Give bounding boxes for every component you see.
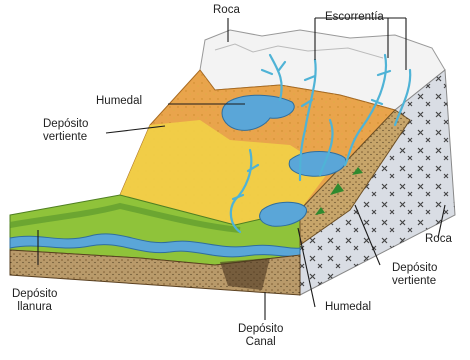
label-deposito-llanura-line2: llanura [12, 301, 57, 314]
label-roca-top: Roca [213, 4, 240, 17]
label-deposito-llanura-line1: Depósito [12, 288, 57, 301]
label-deposito-vertiente-left-line2: vertiente [43, 131, 88, 144]
label-deposito-vertiente-right-line2: vertiente [392, 275, 437, 288]
label-roca-right: Roca [425, 233, 452, 246]
label-deposito-canal-line1: Depósito [238, 323, 283, 336]
label-escorrentia: Escorrentía [325, 11, 384, 24]
label-deposito-vertiente-right-line1: Depósito [392, 262, 437, 275]
label-deposito-canal: Depósito Canal [238, 323, 283, 349]
label-deposito-vertiente-left: Depósito vertiente [43, 118, 88, 144]
label-deposito-vertiente-right: Depósito vertiente [392, 262, 437, 288]
label-deposito-canal-line2: Canal [238, 336, 283, 349]
label-humedal-top: Humedal [96, 95, 142, 108]
label-deposito-vertiente-left-line1: Depósito [43, 118, 88, 131]
label-humedal-bottom: Humedal [325, 301, 371, 314]
label-deposito-llanura: Depósito llanura [12, 288, 57, 314]
